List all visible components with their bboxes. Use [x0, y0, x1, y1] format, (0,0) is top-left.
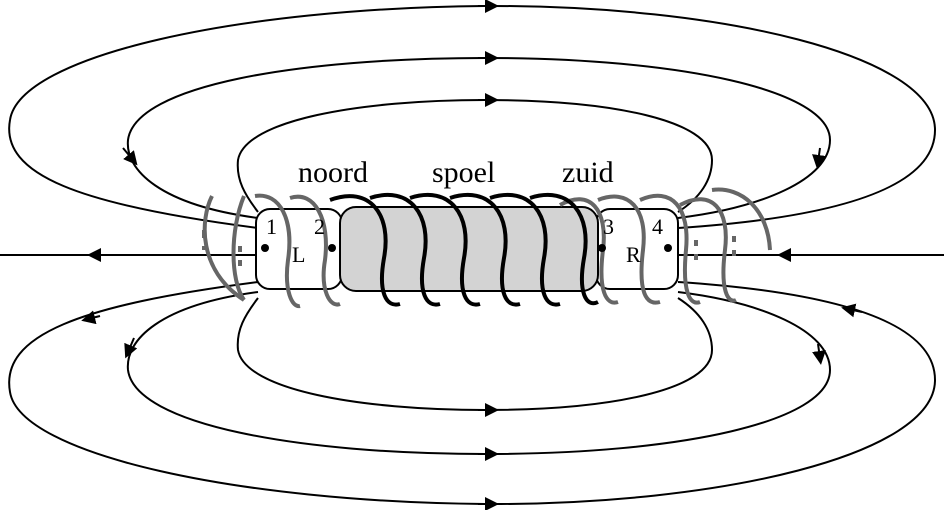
coil-right-winding-3	[639, 193, 701, 305]
coil-right-winding-5	[711, 187, 772, 251]
label-noord: noord	[298, 156, 368, 189]
coil-main-windings	[329, 192, 599, 307]
coil-core	[339, 206, 599, 292]
label-point-1: 1	[266, 214, 277, 239]
point-4-dot	[664, 244, 672, 252]
label-point-4: 4	[652, 214, 663, 239]
coil-left-winding-2	[231, 195, 246, 302]
coil-main-winding-5	[489, 192, 561, 307]
point-2-dot	[328, 244, 336, 252]
label-spoel: spoel	[432, 156, 495, 189]
coil-left-winding-1	[202, 195, 246, 302]
coil-main-winding-6	[529, 192, 599, 306]
coil-right-winding-2	[597, 194, 661, 305]
measurement-points	[261, 244, 672, 252]
coil-left-winding-4	[289, 194, 341, 307]
arrow-left-upper-axis	[81, 310, 101, 325]
arrow-left-bottom-1	[124, 337, 138, 359]
coil-right-windings	[559, 187, 772, 305]
field-line-middle-top	[126, 56, 832, 219]
label-zuid: zuid	[562, 156, 614, 189]
arrow-right-top-1	[812, 147, 826, 169]
arrow-right-lower-axis	[841, 303, 863, 318]
label-point-3: 3	[603, 214, 614, 239]
coil-main-winding-3	[409, 192, 481, 307]
label-ring-right: R	[626, 242, 641, 267]
label-point-2: 2	[314, 214, 325, 239]
arrow-left-top-1	[122, 147, 138, 166]
arrow-right-bottom-1	[812, 343, 826, 365]
coil-left-windings	[202, 193, 341, 309]
coil-left-winding-3	[254, 193, 301, 309]
point-1-dot	[261, 244, 269, 252]
coil-right-winding-4	[679, 197, 737, 303]
label-ring-left: L	[292, 242, 305, 267]
field-line-middle-bottom	[126, 291, 832, 456]
field-line-inner-bottom	[236, 297, 714, 412]
coil-main-winding-1	[329, 194, 401, 307]
coil-main-winding-4	[449, 192, 521, 307]
field-direction-arrows	[81, 0, 863, 510]
field-line-outer-bottom	[8, 281, 937, 506]
point-3-dot	[598, 244, 606, 252]
coil-main-winding-2	[369, 192, 441, 307]
